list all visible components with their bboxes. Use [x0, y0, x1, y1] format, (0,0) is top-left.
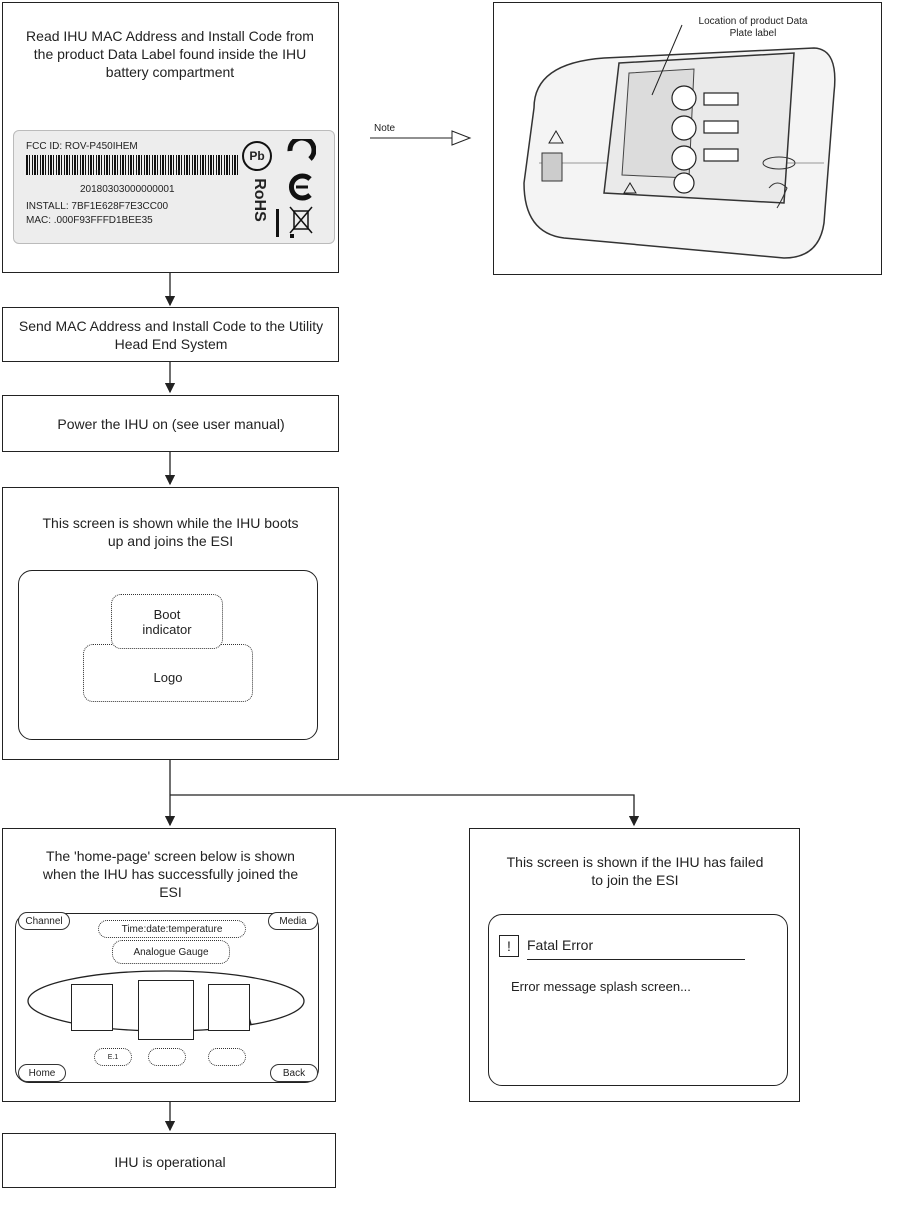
analogue-gauge-placeholder: Analogue Gauge	[112, 940, 230, 964]
step2-box: Send MAC Address and Install Code to the…	[2, 307, 339, 362]
error-message: Error message splash screen...	[511, 979, 691, 994]
step5b-box: This screen is shown if the IHU has fail…	[469, 828, 800, 1102]
step5b-text: This screen is shown if the IHU has fail…	[506, 854, 764, 888]
step2-text: Send MAC Address and Install Code to the…	[18, 318, 324, 352]
mac-address: MAC: .000F93FFFD1BEE35	[26, 215, 153, 226]
barcode	[26, 155, 238, 175]
step6-box: IHU is operational	[2, 1133, 336, 1188]
media-button[interactable]: Media	[268, 912, 318, 930]
pb-text: Pb	[249, 149, 265, 163]
boot-screen-mockup: Logo Boot indicator	[18, 570, 318, 740]
data-plate-callout: Location of product Data Plate label	[698, 16, 808, 39]
back-label: Back	[282, 1067, 306, 1079]
step5a-text: The 'home-page' screen below is shown wh…	[42, 848, 299, 900]
home-screen-mockup: Channel Media Time:date:temperature Anal…	[15, 912, 319, 1083]
step5a-box: The 'home-page' screen below is shown wh…	[2, 828, 336, 1102]
logo-text: Logo	[153, 669, 183, 685]
media-label: Media	[279, 915, 307, 927]
boot-indicator-text: Boot indicator	[142, 606, 192, 637]
back-button[interactable]: Back	[270, 1064, 318, 1082]
rohs-text: RoHS	[251, 178, 268, 222]
step3-text: Power the IHU on (see user manual)	[57, 416, 285, 432]
step3-box: Power the IHU on (see user manual)	[2, 395, 339, 452]
bottom-slot-2	[148, 1048, 186, 1066]
bottom-slot-1: E.1	[94, 1048, 132, 1066]
tile-center[interactable]	[138, 980, 194, 1040]
c-tick-icon	[287, 139, 316, 161]
warning-icon-glyph: !	[507, 938, 511, 954]
boot-indicator-placeholder: Boot indicator	[111, 594, 223, 649]
device-image-box: Location of product Data Plate label	[493, 2, 882, 275]
error-title-underline	[527, 959, 745, 960]
note-label: Note	[374, 123, 396, 134]
bottom-slot-1-text: E.1	[107, 1053, 119, 1061]
ce-mark-icon	[289, 173, 312, 201]
bottom-slot-3	[208, 1048, 246, 1066]
error-title: Fatal Error	[527, 937, 594, 953]
step4-text: This screen is shown while the IHU boots…	[42, 515, 299, 549]
error-screen-mockup: ! Fatal Error Error message splash scree…	[488, 914, 788, 1086]
product-data-label: FCC ID: ROV-P450IHEM 20180303000000001 I…	[13, 130, 335, 244]
home-button[interactable]: Home	[18, 1064, 66, 1082]
serial-number: 20180303000000001	[80, 184, 175, 195]
install-code: INSTALL: 7BF1E628F7E3CC00	[26, 201, 169, 212]
time-date-temp-placeholder: Time:date:temperature	[98, 920, 246, 938]
label-divider	[276, 209, 279, 237]
analogue-gauge-text: Analogue Gauge	[133, 946, 209, 958]
tile-left[interactable]	[71, 984, 113, 1031]
step6-text: IHU is operational	[114, 1154, 226, 1170]
device-illustration	[523, 24, 836, 259]
pb-icon: Pb	[242, 141, 272, 171]
step4-box: This screen is shown while the IHU boots…	[2, 487, 339, 760]
fcc-id: FCC ID: ROV-P450IHEM	[26, 141, 138, 152]
note-arrow	[451, 130, 472, 146]
tile-right[interactable]	[208, 984, 250, 1031]
home-label: Home	[28, 1067, 56, 1079]
logo-placeholder: Logo	[83, 644, 253, 702]
arrow-4-5b	[170, 794, 640, 827]
step1-title: Read IHU MAC Address and Install Code fr…	[26, 28, 314, 80]
channel-button[interactable]: Channel	[18, 912, 70, 930]
channel-label: Channel	[25, 915, 63, 927]
warning-icon: !	[499, 935, 519, 957]
weee-bin-icon	[289, 206, 313, 238]
step1-box: Read IHU MAC Address and Install Code fr…	[2, 2, 339, 273]
time-date-temp-text: Time:date:temperature	[121, 923, 223, 935]
